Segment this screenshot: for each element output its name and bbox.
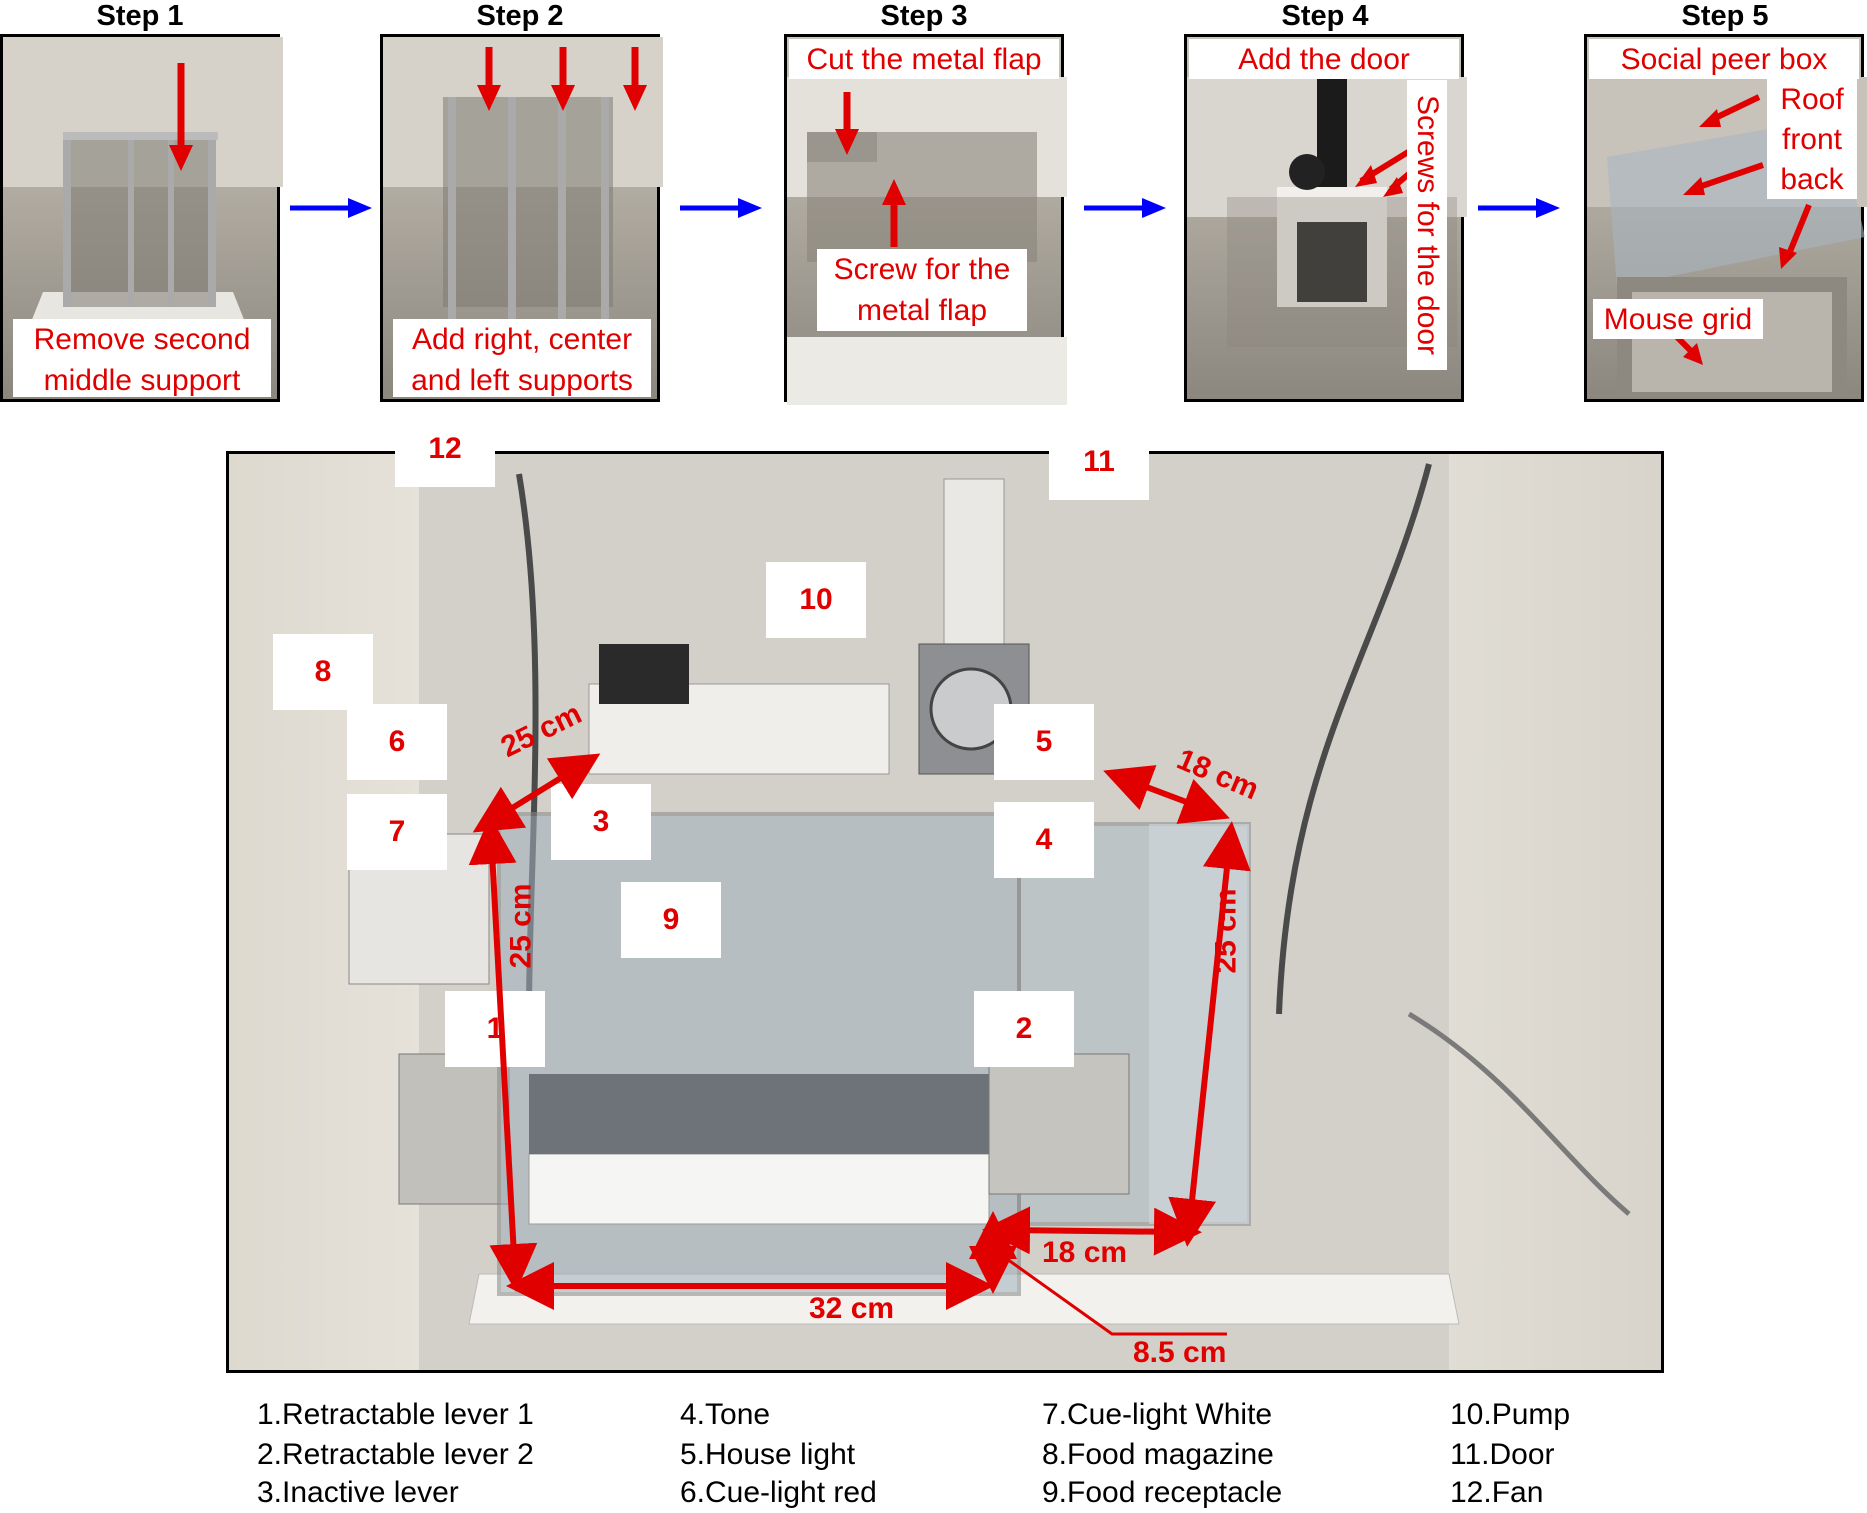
component-number-11: 11 (1049, 424, 1149, 500)
step-3-caption-top: Cut the metal flap (789, 39, 1059, 79)
step-3-illustration (787, 77, 1067, 405)
component-number-12: 12 (395, 411, 495, 487)
component-number-5: 5 (994, 704, 1094, 780)
legend-item-5: 5.House light (680, 1438, 856, 1471)
dimension-arrows (468, 753, 1251, 1336)
step-5-photo: Social peer box Roof front back Mouse gr… (1584, 34, 1867, 402)
legend-item-4: 4.Tone (680, 1398, 771, 1431)
step-3-title: Step 3 (880, 0, 968, 32)
step-5-caption-front: front (1767, 119, 1857, 159)
legend-item-10: 10.Pump (1450, 1398, 1571, 1431)
legend-item-2: 2.Retractable lever 2 (257, 1438, 534, 1471)
step-5-caption-roof: Roof (1767, 79, 1857, 119)
legend-item-12: 12.Fan (1450, 1476, 1544, 1509)
step-3-caption-bottom: Screw for the metal flap (817, 249, 1027, 331)
flow-arrow-4 (1478, 198, 1560, 218)
dimension-bottom-32cm: 32 cm (809, 1292, 895, 1325)
step-4-title: Step 4 (1281, 0, 1369, 32)
dimension-bottom-right-18cm: 18 cm (1042, 1236, 1128, 1269)
apparatus-photo: 1 2 3 4 5 6 7 8 9 10 11 12 25 cm 18 cm 2… (226, 411, 1664, 1373)
step-5-caption-mouse-grid: Mouse grid (1593, 299, 1763, 339)
step-4-caption-vertical: Screws for the door (1407, 80, 1447, 370)
step-2-photo: Add right, center and left supports (380, 34, 663, 402)
legend-item-11: 11.Door (1450, 1438, 1555, 1471)
component-number-7: 7 (347, 794, 447, 870)
step-1-caption: Remove second middle support (13, 319, 271, 397)
step-1-title: Step 1 (96, 0, 184, 32)
step-4-photo: Add the door Screws for the door (1184, 34, 1467, 402)
step-2-illustration (383, 37, 663, 327)
step-5-caption-back: back (1767, 159, 1857, 199)
component-number-6: 6 (347, 704, 447, 780)
component-number-10: 10 (766, 562, 866, 638)
legend-item-1: 1.Retractable lever 1 (257, 1398, 534, 1431)
step-1-photo: Remove second middle support (0, 34, 283, 402)
dimension-left-height-25cm: 25 cm (504, 883, 538, 969)
flow-arrow-3 (1084, 198, 1166, 218)
step-5-title: Step 5 (1681, 0, 1769, 32)
step-5-caption-social-peer-box: Social peer box (1589, 39, 1859, 79)
legend-item-6: 6.Cue-light red (680, 1476, 877, 1509)
legend-item-8: 8.Food magazine (1042, 1438, 1274, 1471)
component-number-2: 2 (974, 991, 1074, 1067)
component-number-4: 4 (994, 802, 1094, 878)
dimension-right-height-25cm: 25 cm (1209, 888, 1243, 974)
flow-arrow-1 (290, 198, 372, 218)
component-number-9: 9 (621, 882, 721, 958)
legend-item-9: 9.Food receptacle (1042, 1476, 1283, 1509)
step-4-caption-top: Add the door (1189, 39, 1459, 79)
component-number-8: 8 (273, 634, 373, 710)
legend-item-3: 3.Inactive lever (257, 1476, 459, 1509)
step-3-photo: Cut the metal flap Screw for the metal f… (784, 34, 1067, 405)
legend-item-7: 7.Cue-light White (1042, 1398, 1273, 1431)
flow-arrow-2 (680, 198, 762, 218)
step-2-caption: Add right, center and left supports (393, 319, 651, 397)
step-2-title: Step 2 (476, 0, 564, 32)
dimension-step-8-5cm: 8.5 cm (1133, 1336, 1227, 1369)
